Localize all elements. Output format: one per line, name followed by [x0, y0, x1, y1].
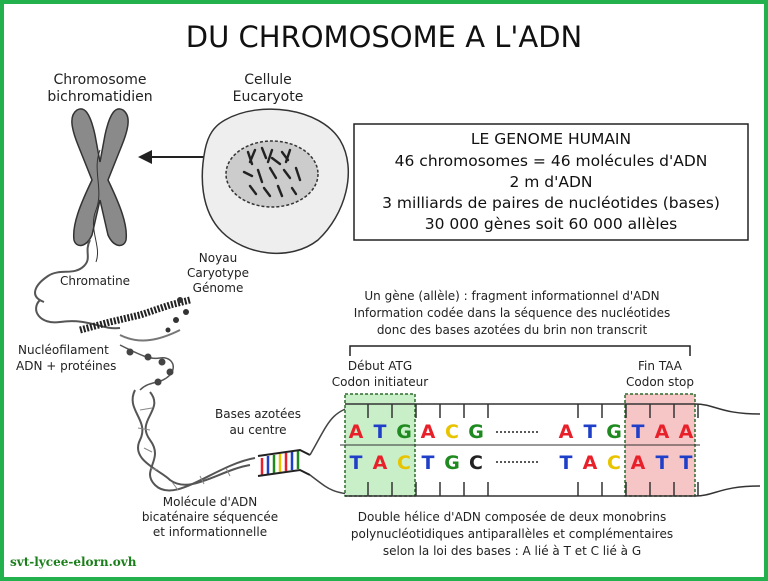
bottom-strand-base: T [656, 452, 669, 474]
top-strand-base: G [468, 421, 484, 443]
stop-codon-label: Codon stop [626, 375, 694, 389]
dna-helix-illustration [131, 389, 311, 492]
noyau-label: Caryotype [187, 266, 249, 280]
top-strand-base: T [584, 421, 597, 443]
top-strand-base: T [374, 421, 387, 443]
top-strand-base: A [559, 421, 574, 443]
molecule-label: bicaténaire séquencée [142, 510, 278, 524]
nucleofilament-label: Nucléofilament [18, 343, 109, 357]
start-codon-label: Codon initiateur [332, 375, 428, 389]
dna-strands [340, 403, 761, 497]
top-strand-base: A [421, 421, 436, 443]
noyau-label: Noyau [199, 251, 237, 265]
genome-line: 3 milliards de paires de nucléotides (ba… [382, 194, 720, 212]
genome-line: 46 chromosomes = 46 molécules d'ADN [395, 152, 708, 170]
chromosome-illustration [34, 108, 129, 303]
top-strand-base: A [679, 421, 694, 443]
top-strand-base: G [606, 421, 622, 443]
top-strand-base: T [632, 421, 645, 443]
top-strand-base: A [349, 421, 364, 443]
gene-description: Un gène (allèle) : fragment informationn… [364, 289, 659, 303]
helix-description: selon la loi des bases : A lié à T et C … [383, 544, 641, 558]
eukaryote-cell-illustration [201, 108, 349, 254]
bottom-strand-base: T [350, 452, 363, 474]
genome-line: 30 000 gènes soit 60 000 allèles [425, 215, 678, 233]
bottom-strand-base: C [469, 452, 483, 474]
bottom-strand-base: A [631, 452, 646, 474]
genome-heading: LE GENOME HUMAIN [471, 130, 631, 148]
bottom-strand-base: G [444, 452, 460, 474]
gene-bracket [349, 345, 691, 356]
gene-description: Information codée dans la séquence des n… [354, 306, 670, 320]
bottom-strand-base: T [680, 452, 693, 474]
gene-description: donc des bases azotées du brin non trans… [377, 323, 648, 337]
top-strand-base: G [396, 421, 412, 443]
chromosome-label: bichromatidien [47, 89, 152, 105]
genome-line: 2 m d'ADN [509, 173, 592, 191]
genome-info-box [353, 123, 749, 241]
chromatin-fiber-illustration [35, 296, 191, 342]
base-pair-ticks [367, 404, 699, 496]
bottom-strand-base: T [422, 452, 435, 474]
bottom-strand-base: C [607, 452, 621, 474]
start-codon-label: Début ATG [348, 359, 412, 373]
nucleofilament-label: ADN + protéines [16, 359, 116, 373]
stop-codon-label: Fin TAA [638, 359, 683, 373]
cell-label: Eucaryote [233, 89, 304, 105]
bases-label: au centre [229, 423, 286, 437]
nucleofilament-illustration [119, 344, 174, 391]
noyau-label: Génome [193, 281, 244, 295]
bottom-strand-base: T [560, 452, 573, 474]
top-strand-base: A [655, 421, 670, 443]
bottom-strand-base: A [373, 452, 388, 474]
chromatine-label: Chromatine [60, 274, 130, 288]
bottom-strand-base: C [397, 452, 411, 474]
helix-description: Double hélice d'ADN composée de deux mon… [358, 510, 666, 524]
molecule-label: et informationnelle [153, 525, 267, 539]
top-strand-base: C [445, 421, 459, 443]
bases-label: Bases azotées [215, 407, 301, 421]
cell-label: Cellule [244, 72, 292, 88]
page-title: DU CHROMOSOME A L'ADN [186, 20, 583, 54]
helix-description: polynucléotidiques antiparallèles et com… [351, 527, 673, 541]
site-watermark: svt-lycee-elorn.ovh [10, 555, 137, 569]
molecule-label: Molécule d'ADN [163, 495, 258, 509]
bottom-strand-base: A [583, 452, 598, 474]
chromosome-label: Chromosome [54, 72, 147, 88]
